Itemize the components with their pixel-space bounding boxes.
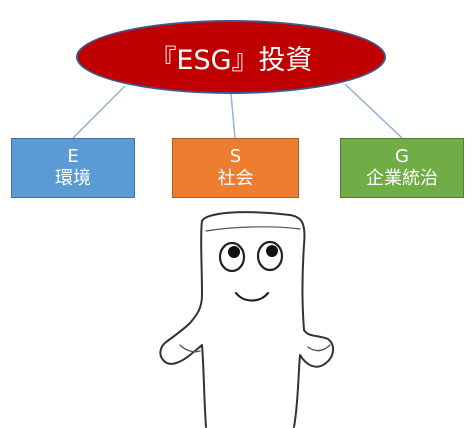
- character-right-pupil: [266, 245, 278, 257]
- character-smile: [234, 291, 270, 302]
- character-left-arm-detail: [179, 344, 201, 353]
- root-node-label: 『ESG』投資: [149, 44, 313, 76]
- connector-e: [72, 85, 126, 139]
- node-governance-letter: G: [395, 146, 409, 167]
- character-right-arm-detail: [307, 344, 331, 352]
- character-top-edge: [205, 226, 301, 232]
- node-environment-letter: E: [67, 146, 79, 167]
- connector-s: [230, 93, 236, 139]
- node-social-letter: S: [229, 146, 242, 167]
- node-social: S 社会: [172, 138, 299, 198]
- character-body: [159, 211, 334, 428]
- smiling-marshmallow-character-icon: [159, 211, 334, 428]
- root-node-esg-investment: 『ESG』投資: [76, 20, 386, 94]
- node-governance: G 企業統治: [340, 138, 464, 198]
- node-environment-label: 環境: [55, 168, 91, 189]
- node-environment: E 環境: [11, 138, 135, 198]
- node-social-label: 社会: [217, 168, 254, 189]
- character-left-pupil: [228, 246, 240, 258]
- node-governance-label: 企業統治: [366, 168, 438, 189]
- connector-g: [344, 83, 403, 139]
